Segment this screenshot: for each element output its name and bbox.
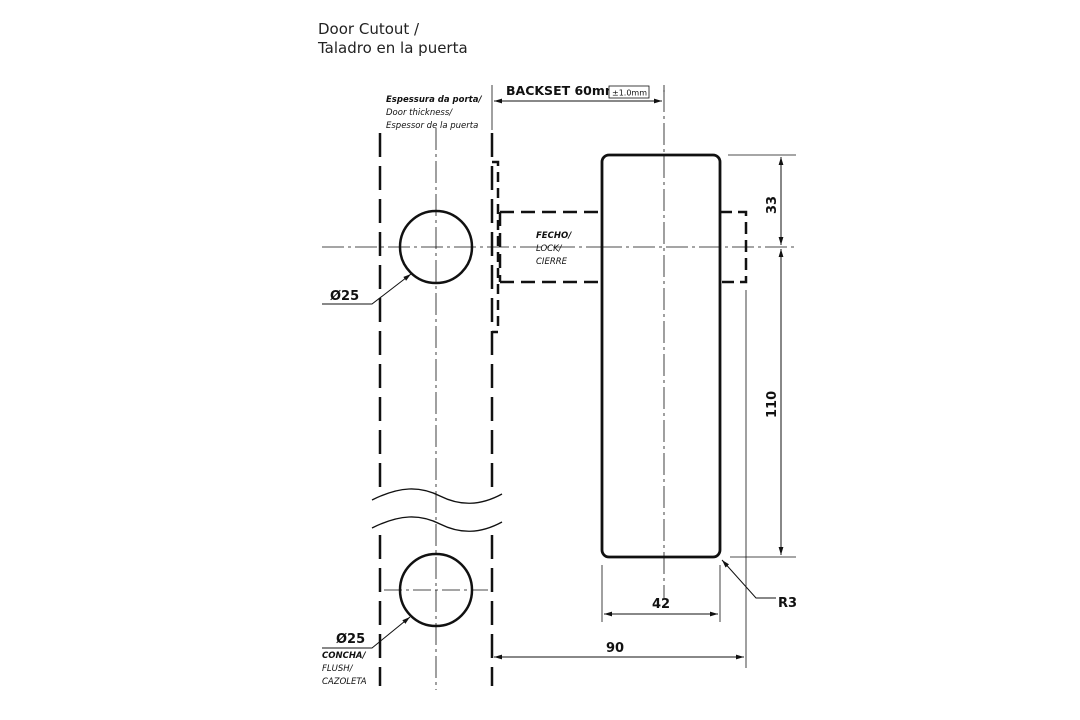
dim-33-label: 33 (765, 196, 780, 214)
dim-42-label: 42 (652, 597, 670, 612)
hole-top-diameter-label: Ø25 (330, 289, 359, 304)
door-thickness-label-3: Espessor de la puerta (386, 121, 478, 131)
lock-label-2: LOCK/ (536, 244, 563, 254)
flush-label-1: CONCHA/ (322, 651, 367, 661)
page-title: Door Cutout / Taladro en la puerta (318, 20, 468, 58)
hole-bottom-diameter-label: Ø25 (336, 632, 365, 647)
backset-tolerance: ±1.0mm (612, 89, 647, 98)
flush-label-2: FLUSH/ (322, 664, 354, 674)
door-thickness-label-2: Door thickness/ (386, 108, 453, 118)
lock-label-1: FECHO/ (536, 231, 572, 241)
face-plate-outline (492, 160, 500, 334)
dim-110-label: 110 (765, 391, 780, 418)
backset-tolerance-box (608, 85, 650, 99)
latch-bolt-outline (498, 210, 602, 284)
flush-label-3: CAZOLETA (322, 677, 367, 687)
hole-bottom-leader (322, 616, 411, 649)
lock-label-3: CIERRE (536, 257, 568, 267)
dim-90-label: 90 (606, 641, 624, 656)
title-line-2: Taladro en la puerta (318, 39, 468, 57)
break-lines (371, 488, 503, 532)
hole-top-leader (322, 273, 412, 305)
radius-label: R3 (778, 596, 797, 611)
title-line-1: Door Cutout / (318, 20, 420, 38)
radius-leader (721, 559, 776, 599)
backset-label: BACKSET 60mm (506, 83, 618, 98)
lock-body (600, 153, 722, 559)
door-thickness-label-1: Espessura da porta/ (386, 95, 482, 105)
